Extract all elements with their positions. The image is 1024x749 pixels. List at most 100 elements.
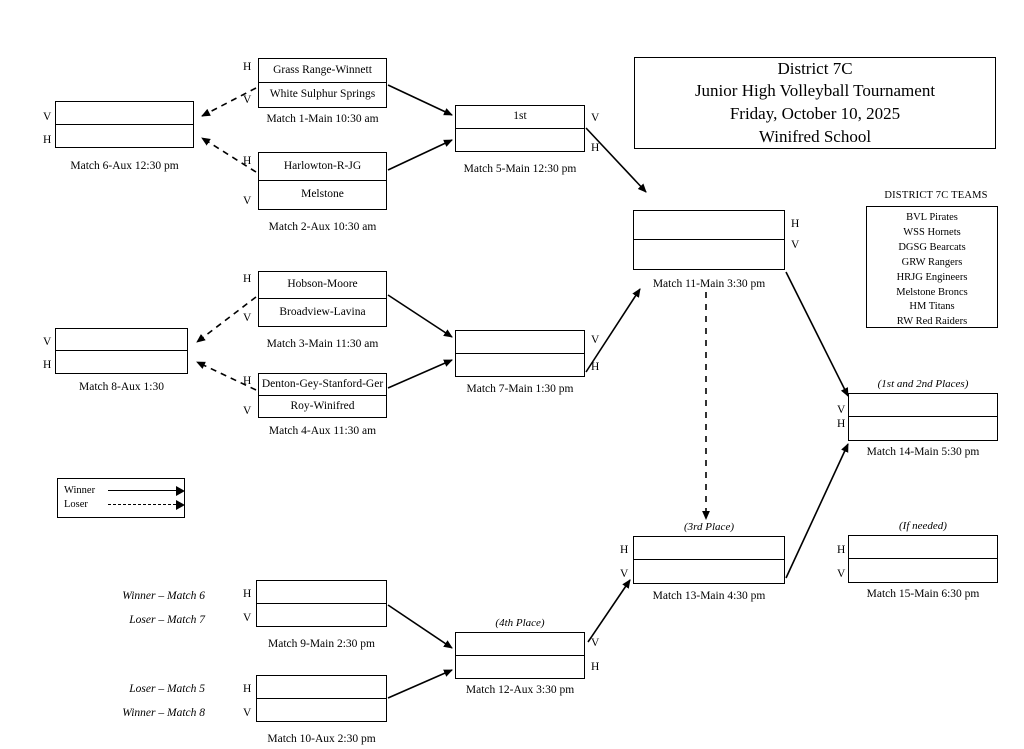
match-11-letter-top: H xyxy=(791,218,800,230)
match-3-caption: Match 3-Main 11:30 am xyxy=(266,338,379,350)
match-12-letter-bottom: H xyxy=(591,661,600,673)
match-2-box[interactable]: Harlowton-R-JG Melstone xyxy=(258,152,387,210)
match-15-slot-bottom[interactable] xyxy=(849,559,997,582)
match-14-letter-bottom: H xyxy=(837,418,846,430)
match-14-box[interactable] xyxy=(848,393,998,441)
match-15-letter-bottom: V xyxy=(837,568,846,580)
wire-m13-winner-to-m14 xyxy=(785,443,849,579)
legend-loser-label: Loser xyxy=(64,499,88,510)
match-6-slot-bottom[interactable] xyxy=(56,125,193,148)
title-line-venue: Winifred School xyxy=(758,126,872,146)
match-14-slot-top[interactable] xyxy=(849,394,997,417)
title-line-district: District 7C xyxy=(777,58,853,78)
match-9-slot-bottom[interactable] xyxy=(257,604,386,627)
match-12-caption: Match 12-Aux 3:30 pm xyxy=(465,684,575,696)
match-1-box[interactable]: Grass Range-Winnett White Sulphur Spring… xyxy=(258,58,387,108)
match-13-slot-bottom[interactable] xyxy=(634,560,784,583)
match-15-box[interactable] xyxy=(848,535,998,583)
match-8-box[interactable] xyxy=(55,328,188,374)
team-item: Melstone Broncs xyxy=(896,286,968,298)
match-13-slot-top[interactable] xyxy=(634,537,784,560)
match-15-letter-top: H xyxy=(837,544,846,556)
team-item: DGSG Bearcats xyxy=(898,241,966,253)
wire-m7-winner-to-m11 xyxy=(585,288,641,373)
match-5-slot-top[interactable]: 1st xyxy=(456,106,584,129)
match-3-slot-bottom[interactable]: Broadview-Lavina xyxy=(279,305,366,318)
match-1-letter-top: H xyxy=(243,61,252,73)
match-4-box[interactable]: Denton-Gey-Stanford-Ger Roy-Winifred xyxy=(258,373,387,418)
match-13-letter-top: H xyxy=(620,544,629,556)
match-12-place-label: (4th Place) xyxy=(495,617,545,629)
wire-m9-winner-to-m12 xyxy=(387,604,453,649)
match-7-letter-top: V xyxy=(591,334,600,346)
match-7-slot-top[interactable] xyxy=(456,331,584,354)
match-6-letter-bottom: H xyxy=(43,134,52,146)
match-8-letter-bottom: H xyxy=(43,359,52,371)
match-3-letter-top: H xyxy=(243,273,252,285)
feeder-loser-match-5: Loser – Match 5 xyxy=(129,683,205,695)
match-8-letter-top: V xyxy=(43,336,52,348)
match-2-slot-bottom[interactable]: Melstone xyxy=(301,188,344,201)
match-9-box[interactable] xyxy=(256,580,387,627)
match-8-slot-top[interactable] xyxy=(56,329,187,351)
teams-list: BVL Pirates WSS Hornets DGSG Bearcats GR… xyxy=(866,206,998,328)
teams-heading: DISTRICT 7C TEAMS xyxy=(884,190,988,201)
match-15-slot-top[interactable] xyxy=(849,536,997,559)
match-12-letter-top: V xyxy=(591,637,600,649)
match-13-box[interactable] xyxy=(633,536,785,584)
legend-loser-arrow-icon xyxy=(176,499,185,510)
team-item: HRJG Engineers xyxy=(896,271,968,283)
match-1-caption: Match 1-Main 10:30 am xyxy=(266,113,379,125)
match-11-slot-bottom[interactable] xyxy=(634,240,784,269)
match-7-caption: Match 7-Main 1:30 pm xyxy=(466,383,574,395)
match-5-slot-bottom[interactable] xyxy=(456,129,584,152)
match-15-place-label: (If needed) xyxy=(899,520,947,532)
match-6-slot-top[interactable] xyxy=(56,102,193,125)
match-14-slot-bottom[interactable] xyxy=(849,417,997,440)
match-11-box[interactable] xyxy=(633,210,785,270)
match-10-slot-top[interactable] xyxy=(257,676,386,699)
match-10-slot-bottom[interactable] xyxy=(257,699,386,722)
match-6-box[interactable] xyxy=(55,101,194,148)
team-item: RW Red Raiders xyxy=(896,316,968,328)
match-14-letter-top: V xyxy=(837,404,846,416)
match-12-slot-top[interactable] xyxy=(456,633,584,656)
match-12-slot-bottom[interactable] xyxy=(456,656,584,679)
match-11-caption: Match 11-Main 3:30 pm xyxy=(652,278,766,290)
match-8-caption: Match 8-Aux 1:30 xyxy=(79,381,164,393)
match-13-letter-bottom: V xyxy=(620,568,629,580)
match-13-caption: Match 13-Main 4:30 pm xyxy=(652,590,766,602)
match-4-slot-top[interactable]: Denton-Gey-Stanford-Ger xyxy=(259,374,386,396)
match-12-box[interactable] xyxy=(455,632,585,679)
match-11-slot-top[interactable] xyxy=(634,211,784,240)
title-line-event: Junior High Volleyball Tournament xyxy=(694,81,936,101)
match-1-letter-bottom: V xyxy=(243,94,252,106)
match-2-slot-top[interactable]: Harlowton-R-JG xyxy=(259,153,386,181)
match-9-letter-top: H xyxy=(243,588,252,600)
legend-row-winner: Winner xyxy=(64,484,185,498)
match-4-caption: Match 4-Aux 11:30 am xyxy=(268,425,377,437)
match-5-letter-top: V xyxy=(591,112,600,124)
match-1-slot-bottom[interactable]: White Sulphur Springs xyxy=(269,88,376,101)
legend-box: Winner Loser xyxy=(57,478,185,518)
match-7-box[interactable] xyxy=(455,330,585,377)
match-7-slot-bottom[interactable] xyxy=(456,354,584,377)
match-7-letter-bottom: H xyxy=(591,361,600,373)
match-3-slot-top[interactable]: Hobson-Moore xyxy=(259,272,386,299)
match-9-letter-bottom: V xyxy=(243,612,252,624)
match-8-slot-bottom[interactable] xyxy=(56,351,187,373)
match-10-box[interactable] xyxy=(256,675,387,722)
match-15-caption: Match 15-Main 6:30 pm xyxy=(866,588,980,600)
match-3-box[interactable]: Hobson-Moore Broadview-Lavina xyxy=(258,271,387,327)
match-10-letter-bottom: V xyxy=(243,707,252,719)
match-1-slot-top[interactable]: Grass Range-Winnett xyxy=(259,59,386,83)
match-4-letter-top: H xyxy=(243,375,252,387)
legend-winner-arrow-icon xyxy=(176,485,185,496)
wire-m11-winner-to-m14 xyxy=(785,271,849,397)
match-9-slot-top[interactable] xyxy=(257,581,386,604)
tournament-title-block: District 7C Junior High Volleyball Tourn… xyxy=(634,57,996,149)
match-4-slot-bottom[interactable]: Roy-Winifred xyxy=(290,399,355,412)
match-5-box[interactable]: 1st xyxy=(455,105,585,152)
match-4-letter-bottom: V xyxy=(243,405,252,417)
